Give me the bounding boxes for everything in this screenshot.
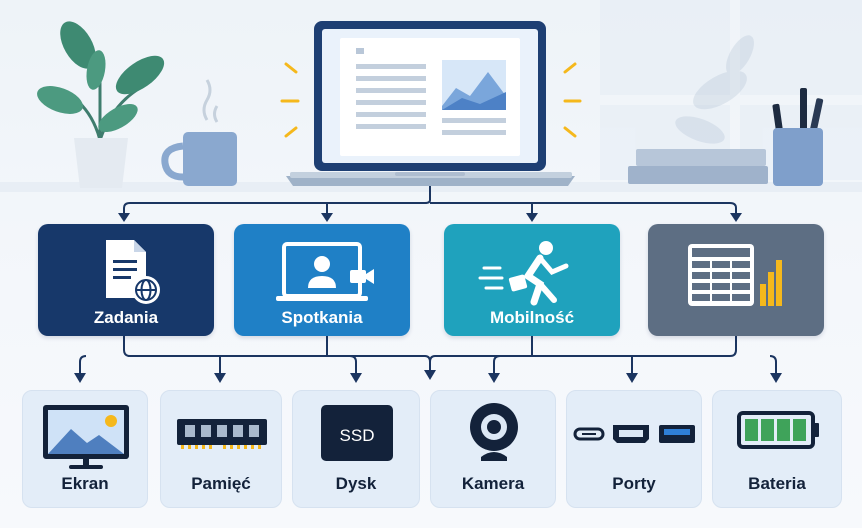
- books-icon: [628, 149, 768, 184]
- hardware-card-camera: Kamera: [430, 390, 556, 508]
- hardware-card-screen: Ekran: [22, 390, 148, 508]
- hardware-label: Kamera: [461, 474, 525, 493]
- ssd-text: SSD: [340, 426, 375, 445]
- running-person-icon: [478, 241, 569, 306]
- category-card-tasks: Zadania: [38, 224, 214, 336]
- category-label: Zadania: [93, 308, 159, 327]
- hardware-card-memory: Pamięć: [160, 390, 282, 508]
- hardware-card-disk: SSD Dysk: [292, 390, 420, 508]
- hardware-label: Porty: [612, 474, 656, 493]
- ports-icon: [573, 425, 695, 443]
- plant-icon: [37, 21, 165, 188]
- hardware-label: Dysk: [335, 474, 377, 493]
- category-card-meetings: Spotkania: [234, 224, 410, 336]
- highlight-sparks: [280, 62, 582, 138]
- category-card-mobility: Mobilność: [444, 224, 620, 336]
- hardware-label: Pamięć: [191, 474, 251, 493]
- connector-arrowheads: [74, 213, 782, 383]
- category-card-spreadsheet: [648, 224, 824, 336]
- battery-icon: [737, 411, 819, 449]
- category-label: Mobilność: [489, 308, 575, 327]
- background-foliage: [675, 35, 754, 144]
- hardware-card-battery: Bateria: [712, 390, 842, 508]
- hardware-card-ports: Porty: [566, 390, 702, 508]
- laptop-icon: [286, 21, 575, 186]
- pencil-cup-icon: [772, 88, 824, 186]
- ssd-icon: SSD: [321, 405, 393, 461]
- spreadsheet-chart-icon: [688, 244, 782, 306]
- document-globe-icon: [106, 240, 160, 304]
- webcam-icon: [470, 403, 518, 461]
- category-label: Spotkania: [281, 308, 363, 327]
- connector-lines: [79, 186, 777, 375]
- mug-icon: [161, 79, 237, 186]
- hardware-label: Bateria: [748, 474, 806, 493]
- video-call-icon: [276, 242, 374, 301]
- hardware-label: Ekran: [61, 474, 109, 493]
- ram-module-icon: [177, 419, 267, 449]
- monitor-icon: [43, 405, 129, 469]
